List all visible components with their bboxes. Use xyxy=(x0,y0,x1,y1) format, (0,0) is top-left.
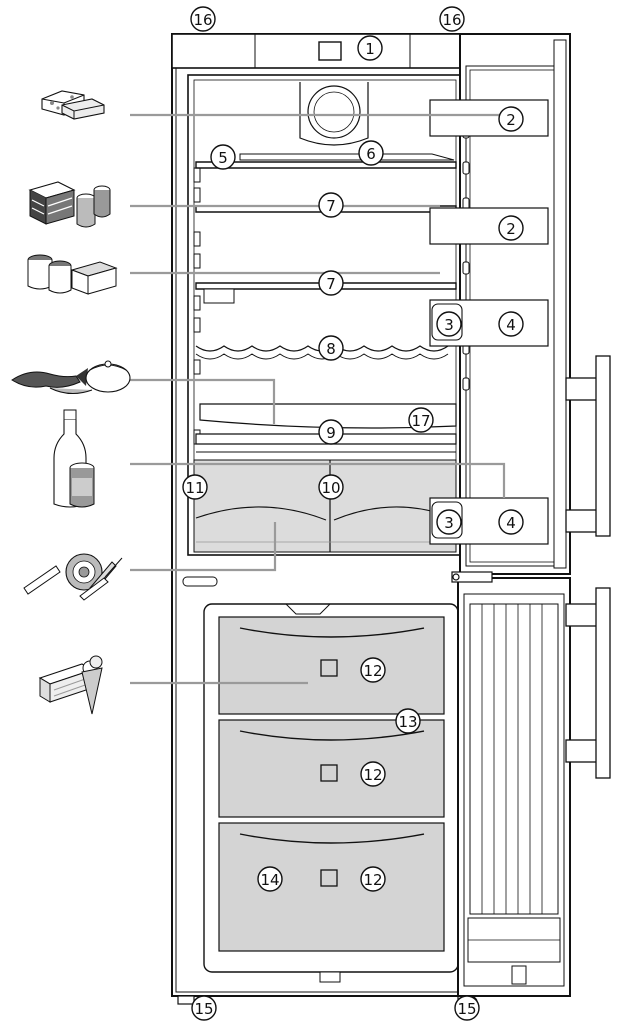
callout-number: 4 xyxy=(506,514,516,532)
callout-circle xyxy=(357,35,383,61)
callout-circle xyxy=(182,474,208,500)
callout-c2b: 2 xyxy=(498,215,524,241)
callout-circle xyxy=(360,657,386,683)
callout-circle xyxy=(498,215,524,241)
callout-number: 3 xyxy=(444,514,454,532)
callout-circle xyxy=(318,419,344,445)
callout-circle xyxy=(210,144,236,170)
callout-number: 4 xyxy=(506,316,516,334)
callout-circle xyxy=(408,407,434,433)
callout-number: 16 xyxy=(442,11,461,29)
freezer-door xyxy=(457,577,611,997)
control-panel xyxy=(171,33,466,69)
callout-c2a: 2 xyxy=(498,106,524,132)
callout-number: 7 xyxy=(326,275,336,293)
callout-number: 6 xyxy=(366,145,376,163)
callout-c8: 8 xyxy=(318,335,344,361)
fridge-handle xyxy=(565,355,611,537)
callout-c12c: 12 xyxy=(360,866,386,892)
callout-circle xyxy=(360,761,386,787)
freezer-drawer-1 xyxy=(218,616,445,715)
callout-number: 10 xyxy=(321,479,340,497)
callout-number: 2 xyxy=(506,220,516,238)
fan-cover xyxy=(299,82,369,146)
callout-circle xyxy=(436,509,462,535)
callout-c6: 6 xyxy=(358,140,384,166)
callout-circle xyxy=(360,866,386,892)
callout-circle xyxy=(318,270,344,296)
callout-number: 14 xyxy=(260,871,279,889)
freezer-compartment xyxy=(203,603,459,983)
ice-cream-icon xyxy=(38,655,103,715)
callout-circle xyxy=(318,474,344,500)
callout-circle xyxy=(498,311,524,337)
callout-c12b: 12 xyxy=(360,761,386,787)
callout-c15b: 15 xyxy=(454,995,480,1021)
callout-c3b: 3 xyxy=(436,509,462,535)
callout-c7b: 7 xyxy=(318,270,344,296)
callout-c5: 5 xyxy=(210,144,236,170)
callout-number: 1 xyxy=(365,40,375,58)
callout-c12a: 12 xyxy=(360,657,386,683)
bottle-can-icon xyxy=(53,409,95,508)
callout-number: 11 xyxy=(185,479,204,497)
callout-circle xyxy=(190,6,216,32)
callout-number: 13 xyxy=(398,713,417,731)
callout-number: 5 xyxy=(218,149,228,167)
callout-circle xyxy=(318,192,344,218)
freezer-handle xyxy=(565,587,611,779)
callout-circle xyxy=(439,6,465,32)
callout-c11: 11 xyxy=(182,474,208,500)
callout-c10: 10 xyxy=(318,474,344,500)
callout-number: 8 xyxy=(326,340,336,358)
callout-circle xyxy=(257,866,283,892)
middle-hinge xyxy=(451,571,493,583)
callout-c16a: 16 xyxy=(190,6,216,32)
cheese-butter-icon xyxy=(41,90,105,120)
callout-c14: 14 xyxy=(257,866,283,892)
callout-c9: 9 xyxy=(318,419,344,445)
callout-number: 12 xyxy=(363,871,382,889)
callout-number: 15 xyxy=(457,1000,476,1018)
callout-circle xyxy=(358,140,384,166)
callout-circle xyxy=(498,106,524,132)
cake-cans-icon xyxy=(28,181,111,228)
crisper-drawers xyxy=(193,459,457,553)
callout-circle xyxy=(454,995,480,1021)
callout-c4b: 4 xyxy=(498,509,524,535)
freezer-drawer-3 xyxy=(218,822,445,952)
callout-c4a: 4 xyxy=(498,311,524,337)
callout-number: 7 xyxy=(326,197,336,215)
callout-c15a: 15 xyxy=(191,995,217,1021)
pointer-lines xyxy=(130,113,506,685)
freezer-drawer-2 xyxy=(218,719,445,818)
callout-number: 12 xyxy=(363,766,382,784)
feet xyxy=(177,995,478,1008)
callout-c1: 1 xyxy=(357,35,383,61)
callout-c16b: 16 xyxy=(439,6,465,32)
callout-number: 2 xyxy=(506,111,516,129)
callout-number: 16 xyxy=(193,11,212,29)
callout-circle xyxy=(395,708,421,734)
callout-c3a: 3 xyxy=(436,311,462,337)
fish-pot-icon xyxy=(11,360,131,394)
callout-circle xyxy=(191,995,217,1021)
callout-number: 15 xyxy=(194,1000,213,1018)
callout-number: 9 xyxy=(326,424,336,442)
callout-circle xyxy=(318,335,344,361)
vegetables-icon xyxy=(23,553,123,601)
fridge-door xyxy=(429,33,611,575)
jars-box-icon xyxy=(27,254,118,295)
callout-c17: 17 xyxy=(408,407,434,433)
callout-c7a: 7 xyxy=(318,192,344,218)
callout-circle xyxy=(498,509,524,535)
callout-circle xyxy=(436,311,462,337)
callout-number: 3 xyxy=(444,316,454,334)
callout-number: 12 xyxy=(363,662,382,680)
callout-c13: 13 xyxy=(395,708,421,734)
callout-number: 17 xyxy=(411,412,430,430)
